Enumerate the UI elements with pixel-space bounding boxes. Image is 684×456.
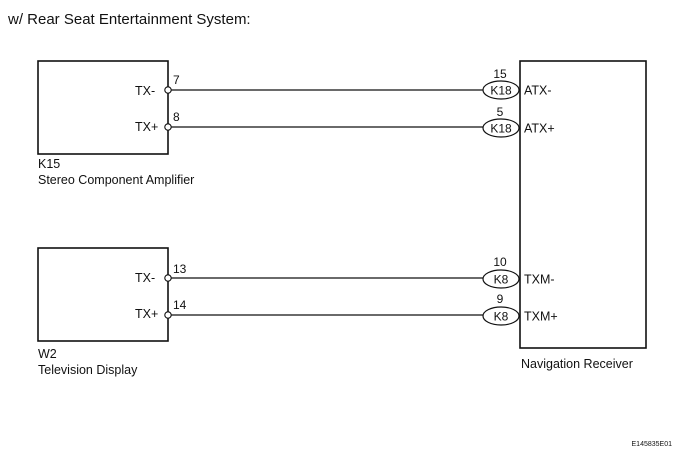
receiver-pin-2-number: 5 — [497, 105, 504, 119]
receiver-pin-4-label: TXM+ — [524, 310, 558, 324]
receiver-name: Navigation Receiver — [521, 357, 633, 371]
display-code: W2 — [38, 347, 57, 361]
receiver-pin-3-number: 10 — [493, 255, 507, 269]
connector-oval — [482, 269, 520, 289]
display-pin-2-label: TX+ — [135, 307, 158, 321]
receiver-pin-1-label: ATX- — [524, 84, 552, 98]
amplifier-pin-1-label: TX- — [135, 84, 155, 98]
receiver-pin-4: 9 K8 TXM+ — [482, 292, 558, 326]
receiver-pin-4-number: 9 — [497, 292, 504, 306]
display-pin-1-terminal — [164, 274, 172, 282]
receiver-box — [519, 60, 647, 349]
display-pin-2-number: 14 — [173, 298, 187, 312]
amplifier-code: K15 — [38, 157, 60, 171]
amplifier-name: Stereo Component Amplifier — [38, 173, 194, 187]
receiver-pin-3: 10 K8 TXM- — [482, 255, 555, 289]
amplifier-pin-1-terminal — [164, 86, 172, 94]
receiver-pin-1-number: 15 — [493, 67, 507, 81]
receiver-pin-3-label: TXM- — [524, 273, 555, 287]
amplifier-pin-2-terminal — [164, 123, 172, 131]
connector-oval — [482, 118, 520, 138]
connector-oval — [482, 306, 520, 326]
figure-code: E145835E01 — [632, 441, 673, 448]
receiver-pin-1: 15 K18 ATX- — [482, 67, 552, 100]
receiver-pin-2-label: ATX+ — [524, 122, 555, 136]
receiver-pin-1-connector: K18 — [490, 84, 512, 98]
display-pin-1-label: TX- — [135, 271, 155, 285]
amplifier-pin-2-number: 8 — [173, 110, 180, 124]
connector-oval — [482, 80, 520, 100]
diagram-title: w/ Rear Seat Entertainment System: — [7, 11, 251, 28]
receiver-pin-3-connector: K8 — [494, 273, 509, 287]
receiver-pin-2-connector: K18 — [490, 122, 512, 136]
display-pin-2-terminal — [164, 311, 172, 319]
receiver-pin-2: 5 K18 ATX+ — [482, 105, 555, 138]
display-box — [37, 247, 169, 342]
amplifier-pin-2-label: TX+ — [135, 120, 158, 134]
amplifier-box — [37, 60, 169, 155]
amplifier-pin-1-number: 7 — [173, 73, 180, 87]
receiver-pin-4-connector: K8 — [494, 310, 509, 324]
display-pin-1-number: 13 — [173, 262, 187, 276]
display-name: Television Display — [38, 363, 138, 377]
